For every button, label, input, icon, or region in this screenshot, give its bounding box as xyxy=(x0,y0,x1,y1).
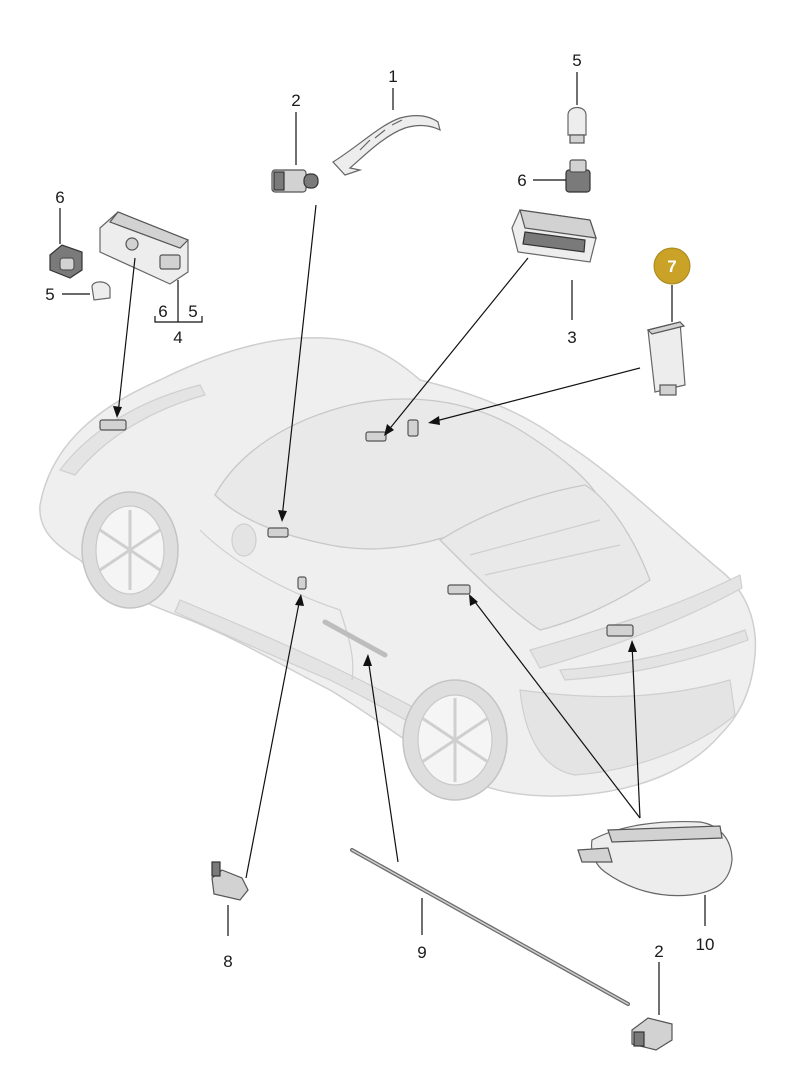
part-6-socket-left[interactable] xyxy=(49,244,83,279)
part-5-bulb-top[interactable] xyxy=(567,106,587,144)
callout-10[interactable]: 10 xyxy=(696,935,715,954)
part-6-socket-top[interactable] xyxy=(565,159,591,193)
callout-1[interactable]: 1 xyxy=(388,67,397,86)
callout-6-top[interactable]: 6 xyxy=(517,171,526,190)
car-illustration xyxy=(39,336,757,801)
part-10-rear-lamp[interactable] xyxy=(577,821,733,897)
car-mount-roof-right xyxy=(407,419,419,437)
callout-9[interactable]: 9 xyxy=(417,943,426,962)
car-mount-door xyxy=(267,527,289,538)
badge-7-highlight[interactable] xyxy=(653,247,691,285)
part-8-switch[interactable] xyxy=(211,861,249,901)
callout-3[interactable]: 3 xyxy=(567,328,576,347)
part-3-interior-light[interactable] xyxy=(511,209,597,263)
car-mount-roof-left xyxy=(365,431,387,442)
part-7-control-module[interactable] xyxy=(646,321,686,396)
part-9-light-strip[interactable] xyxy=(350,848,630,1006)
part-1-cable-bracket[interactable] xyxy=(332,115,441,176)
callout-2-bottom[interactable]: 2 xyxy=(654,942,663,961)
car-mount-rear-glass xyxy=(447,584,471,595)
callout-2-top[interactable]: 2 xyxy=(291,91,300,110)
car-mount-door-lower xyxy=(297,576,307,590)
car-mount-front xyxy=(99,419,127,431)
callout-5-left[interactable]: 5 xyxy=(45,285,54,304)
part-4-lamp-housing[interactable] xyxy=(99,211,190,285)
callout-4-sub-6[interactable]: 6 xyxy=(158,302,167,321)
callout-5-top[interactable]: 5 xyxy=(572,51,581,70)
car-mount-rear-trunk xyxy=(606,624,634,637)
callout-7[interactable]: 7 xyxy=(667,257,676,276)
callout-4-sub-5[interactable]: 5 xyxy=(188,302,197,321)
part-2-connector-top[interactable] xyxy=(271,169,319,193)
part-5-bulb-left[interactable] xyxy=(91,281,111,301)
callout-4[interactable]: 4 xyxy=(173,328,182,347)
callout-6-left[interactable]: 6 xyxy=(55,188,64,207)
part-2-connector-bottom[interactable] xyxy=(631,1017,673,1051)
callout-8[interactable]: 8 xyxy=(223,952,232,971)
